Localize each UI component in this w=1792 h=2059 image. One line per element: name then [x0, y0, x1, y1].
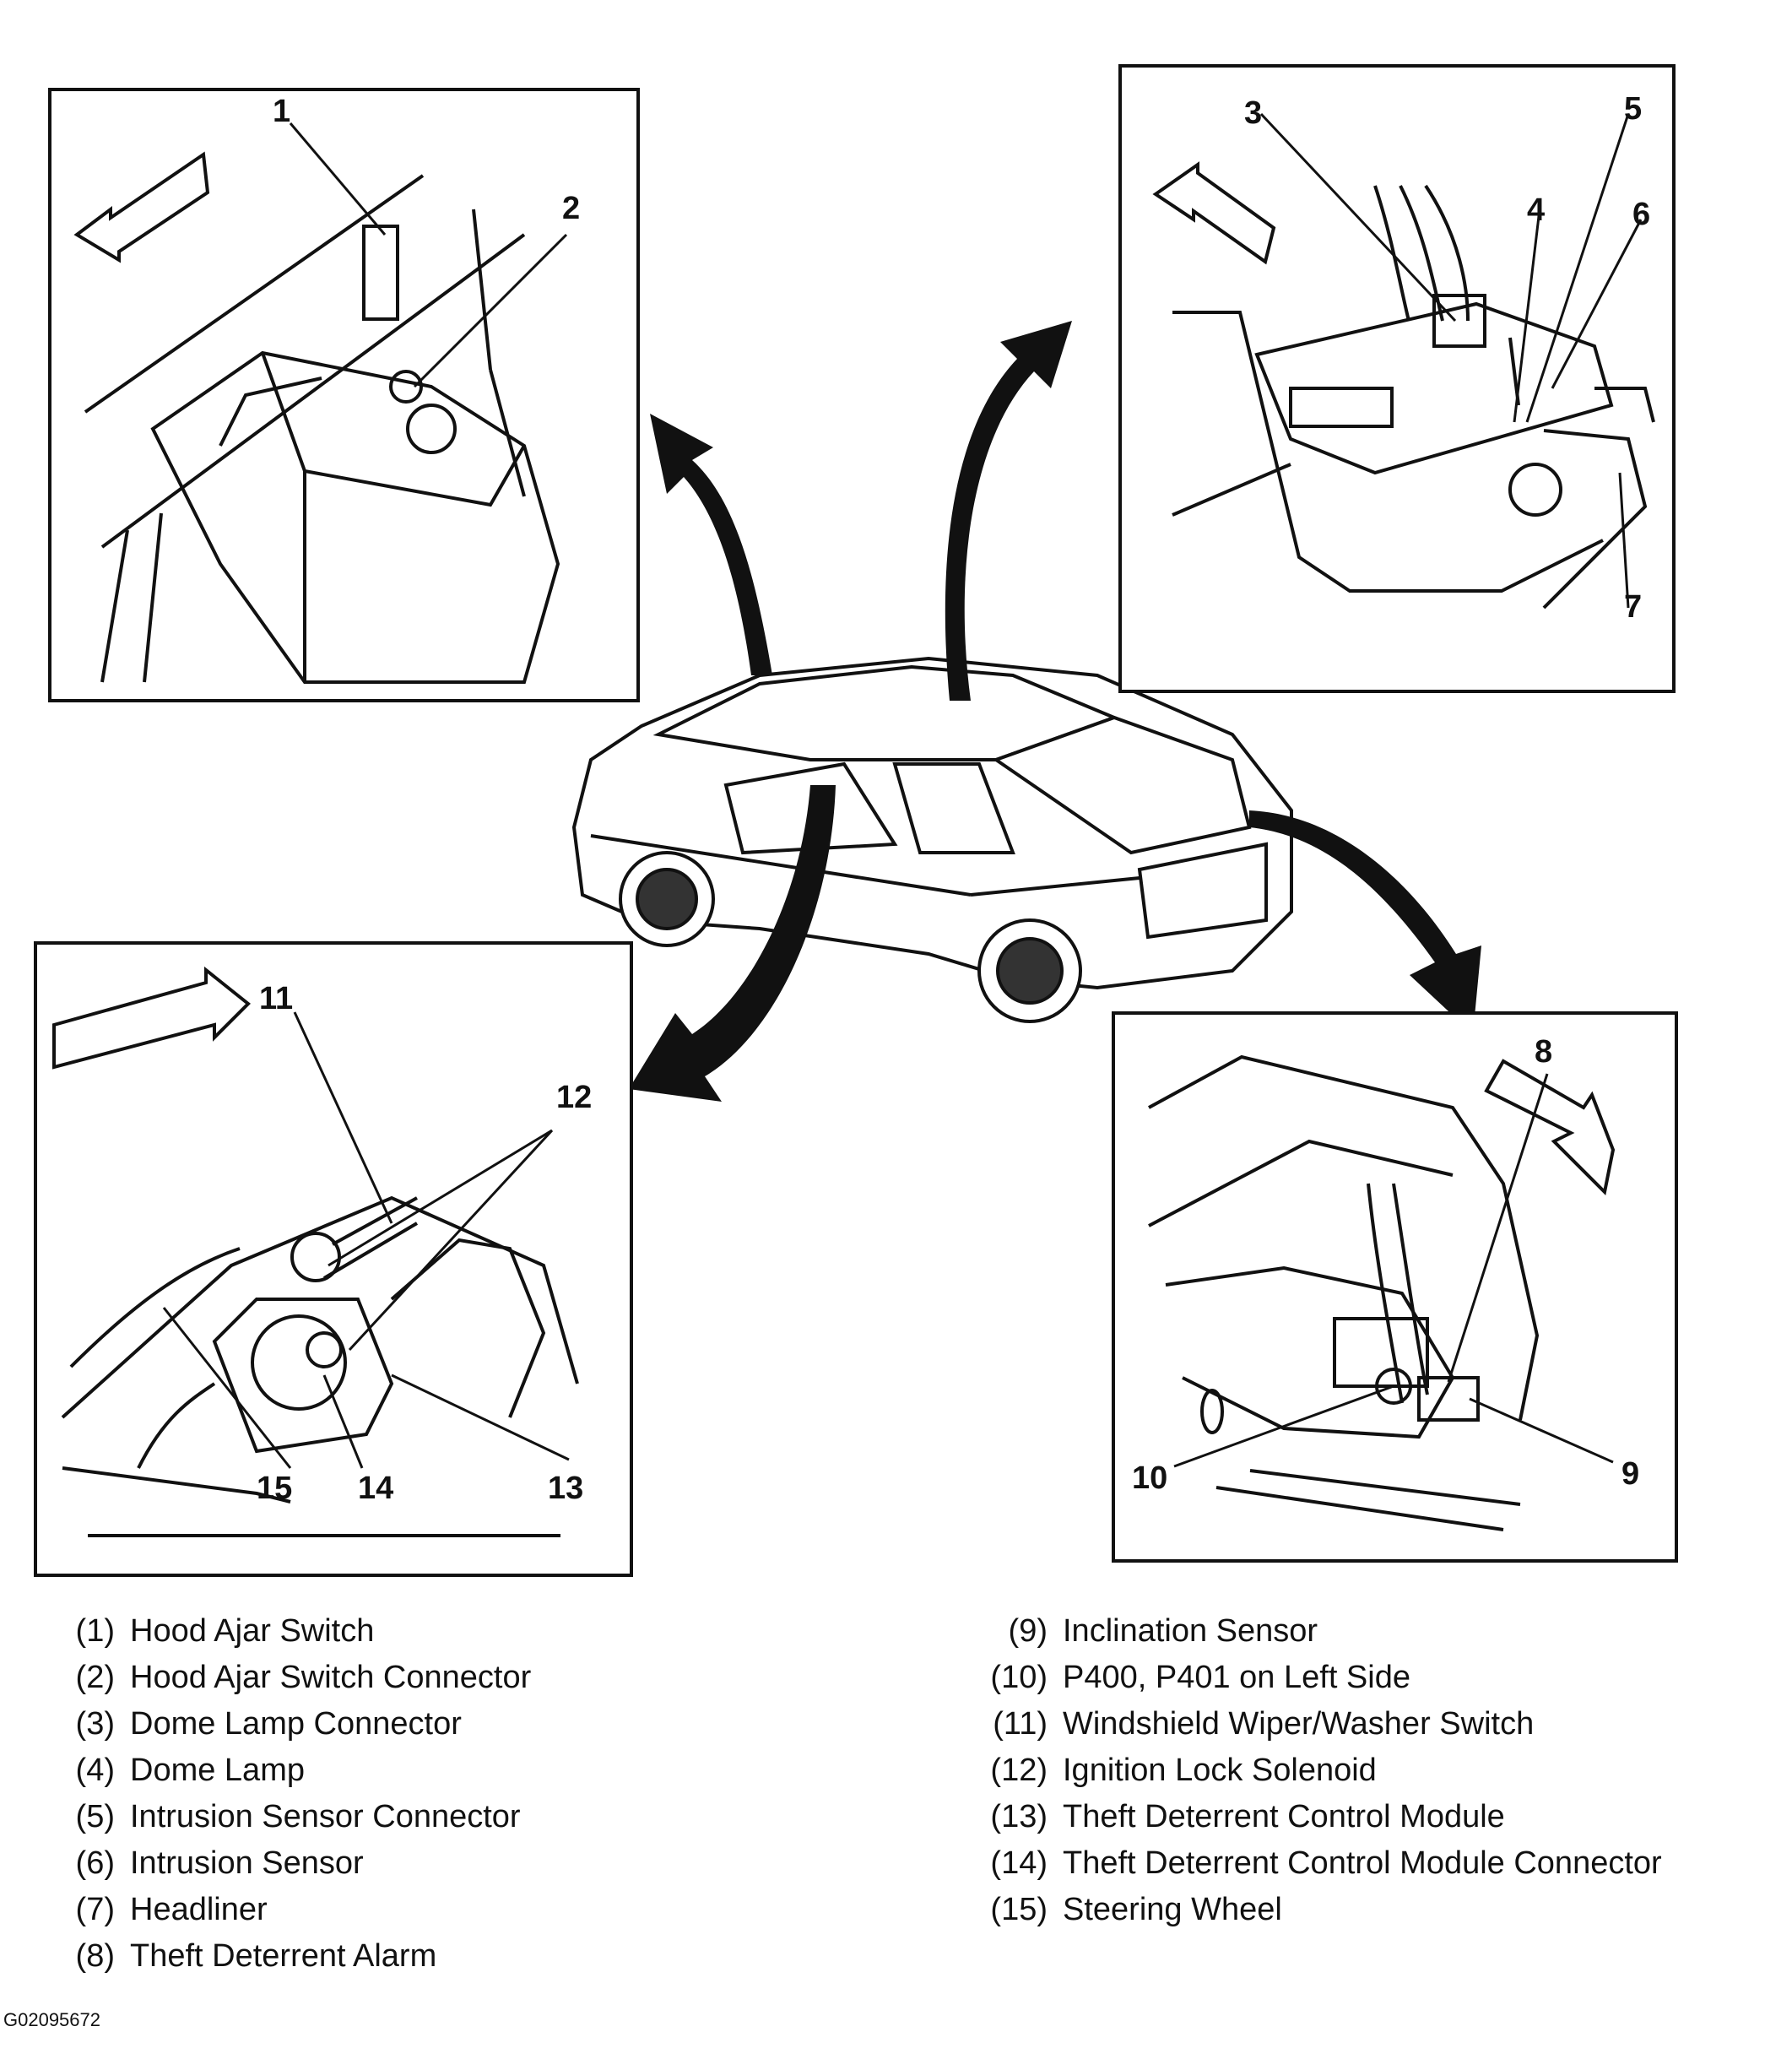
legend-item: (11)Windshield Wiper/Washer Switch	[993, 1706, 1535, 1742]
legend-item: (10)P400, P401 on Left Side	[990, 1660, 1410, 1695]
callout-10: 10	[1132, 1460, 1168, 1496]
callout-1: 1	[273, 94, 291, 129]
callout-4: 4	[1527, 192, 1546, 228]
rear-compartment-detail-drawing	[1148, 1054, 1616, 1531]
legend-item: (7)Headliner	[75, 1892, 268, 1927]
detail-panel-hood: 1 2	[48, 88, 640, 702]
legend-item: (9)Inclination Sensor	[1008, 1613, 1318, 1649]
legend-item: (8)Theft Deterrent Alarm	[75, 1938, 437, 1974]
callout-12: 12	[556, 1080, 593, 1115]
pointer-arrows	[629, 321, 1481, 1102]
detail-panel-rear-compartment: 8 9 10	[1112, 1011, 1678, 1563]
callout-9: 9	[1621, 1456, 1640, 1492]
legend-item: (1)Hood Ajar Switch	[75, 1613, 375, 1649]
steering-column-detail-drawing	[52, 966, 579, 1537]
direction-arrow	[52, 966, 251, 1070]
callout-14: 14	[358, 1471, 394, 1506]
callout-11: 11	[259, 981, 294, 1016]
callout-13: 13	[548, 1471, 584, 1506]
callout-15: 15	[257, 1471, 293, 1506]
direction-arrow	[73, 151, 210, 263]
direction-arrow	[1484, 1059, 1616, 1196]
callout-8: 8	[1535, 1034, 1553, 1070]
callout-6: 6	[1632, 197, 1651, 232]
vehicle-illustration	[571, 656, 1293, 1023]
legend-item: (15)Steering Wheel	[990, 1892, 1282, 1927]
callout-2: 2	[562, 191, 581, 226]
legend-item: (13)Theft Deterrent Control Module	[990, 1799, 1505, 1834]
legend-item: (2)Hood Ajar Switch Connector	[75, 1660, 532, 1695]
dome-lamp-detail-drawing	[1152, 112, 1655, 610]
legend-item: (6)Intrusion Sensor	[75, 1845, 364, 1881]
legend-item: (4)Dome Lamp	[75, 1753, 305, 1788]
hood-detail-drawing	[73, 122, 568, 684]
callout-7: 7	[1624, 589, 1643, 625]
detail-panel-steering-column: 11 12 13 14 15	[34, 941, 633, 1577]
legend-item: (5)Intrusion Sensor Connector	[75, 1799, 521, 1834]
callout-3: 3	[1244, 95, 1263, 131]
callout-5: 5	[1624, 91, 1643, 127]
legend-right: (9)Inclination Sensor (10)P400, P401 on …	[975, 1608, 1662, 1933]
legend-item: (14)Theft Deterrent Control Module Conne…	[990, 1845, 1662, 1881]
legend-left: (1)Hood Ajar Switch (2)Hood Ajar Switch …	[42, 1608, 532, 1980]
detail-panel-dome-lamp: 3 4 5 6 7	[1118, 64, 1676, 693]
legend-item: (12)Ignition Lock Solenoid	[990, 1753, 1377, 1788]
direction-arrow	[1152, 161, 1276, 265]
figure-id: G02095672	[3, 2009, 100, 2030]
legend-item: (3)Dome Lamp Connector	[75, 1706, 462, 1742]
